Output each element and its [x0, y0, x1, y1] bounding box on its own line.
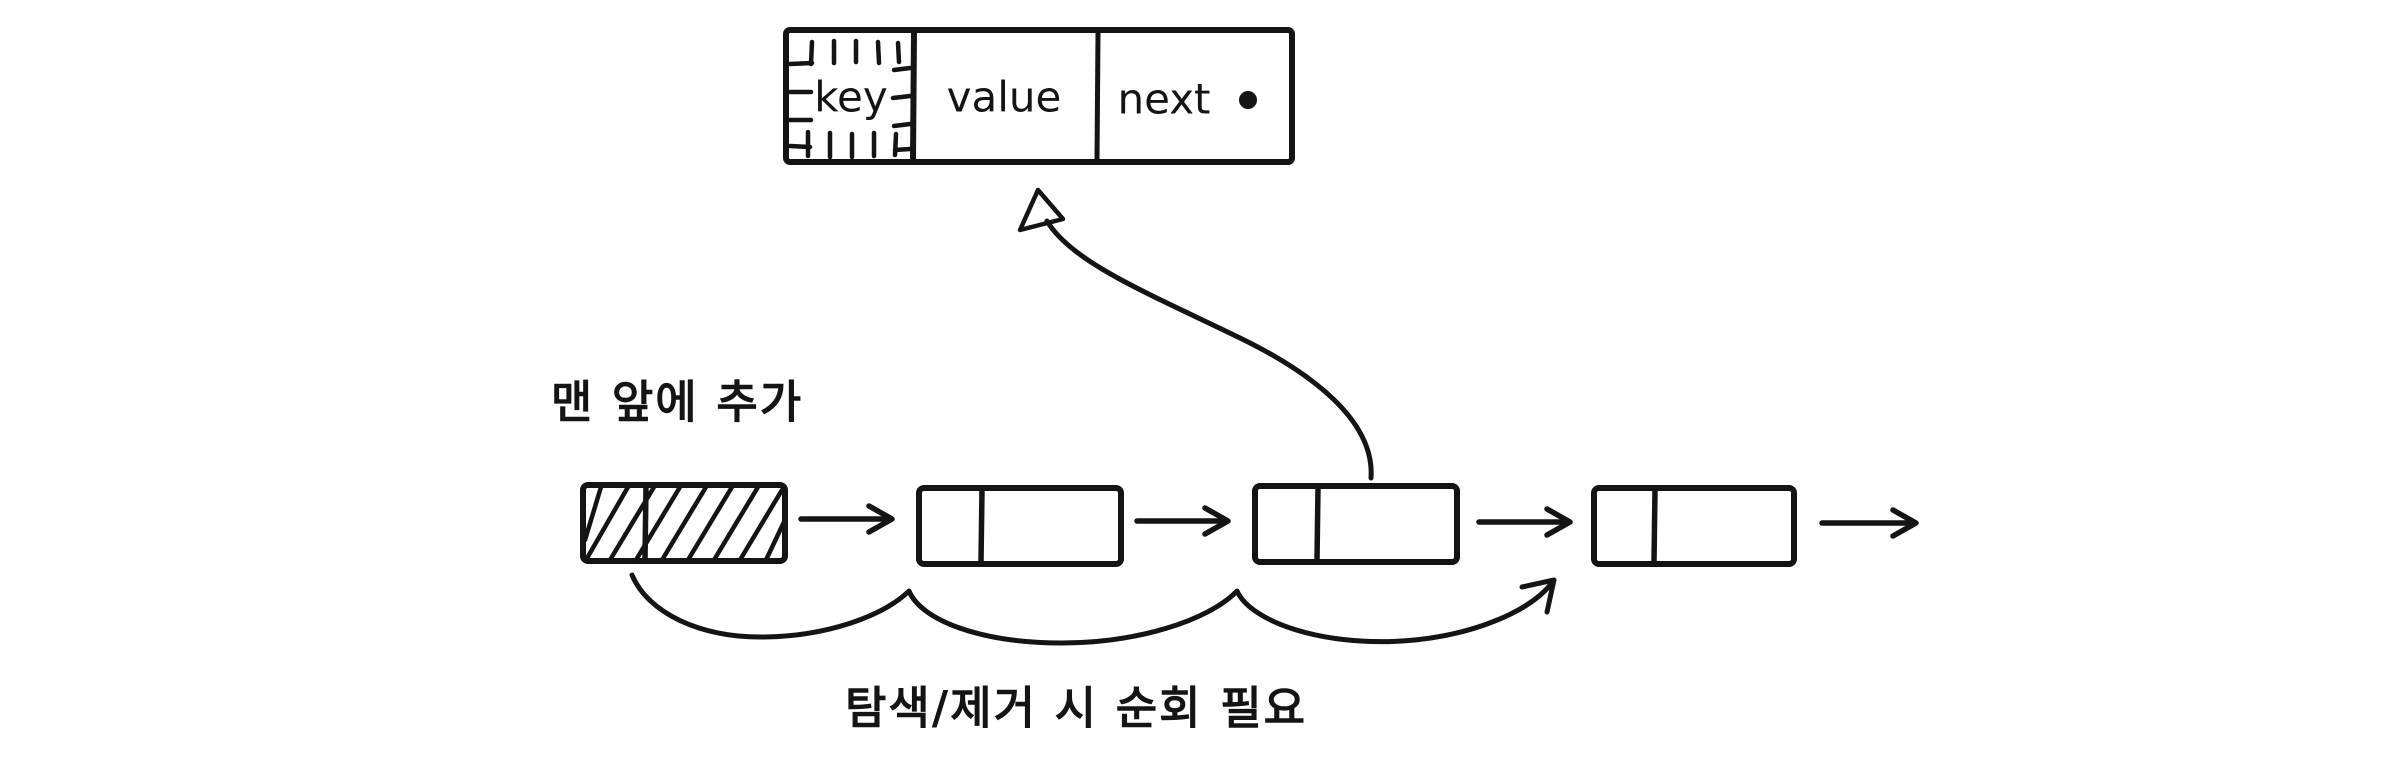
insert-pointer-arrow [1017, 187, 1374, 481]
record-box-outline [783, 27, 1295, 165]
record-divider-value-next [1094, 30, 1101, 163]
record-next-label: next [1117, 75, 1210, 124]
next-arrow-3 [1476, 506, 1573, 538]
record-key-label: key [814, 73, 888, 122]
node-2-divider [978, 487, 985, 565]
head-node-hatch-lines [582, 484, 787, 563]
traversal-arc-arrow [629, 572, 1557, 646]
node-2-outline [916, 485, 1124, 567]
insert-arrow-curve [1044, 218, 1374, 481]
next-arrow-2 [1134, 505, 1231, 537]
next-arrow-1 [798, 503, 895, 535]
next-arrow-4-head-icon [1890, 507, 1919, 539]
record-box: key value next [783, 27, 1295, 165]
traversal-arc-curve [629, 572, 1554, 646]
record-value-label: value [947, 73, 1062, 122]
node-3-outline [1252, 483, 1460, 565]
node-3-divider [1314, 485, 1321, 563]
list-node-3 [1252, 483, 1460, 565]
list-node-2 [916, 485, 1124, 567]
label-insert-front: 맨 앞에 추가 [551, 376, 803, 429]
node-4-divider [1651, 487, 1658, 565]
next-arrow-2-head-icon [1202, 505, 1231, 537]
label-traversal-note: 탐색/제거 시 순회 필요 [845, 682, 1307, 735]
key-cell-stitch-ticks [787, 38, 913, 160]
traversal-arrowhead-icon [1519, 577, 1557, 615]
insert-arrowhead-icon [1017, 187, 1066, 233]
next-arrow-1-head-icon [866, 503, 895, 535]
next-arrow-4 [1819, 507, 1919, 539]
next-arrow-3-head-icon [1544, 506, 1573, 538]
head-node-hatched [580, 482, 788, 564]
node-4-outline [1591, 485, 1797, 567]
record-divider-key-value [910, 29, 917, 163]
next-pointer-dot-icon [1239, 91, 1257, 109]
list-node-4 [1591, 485, 1797, 567]
